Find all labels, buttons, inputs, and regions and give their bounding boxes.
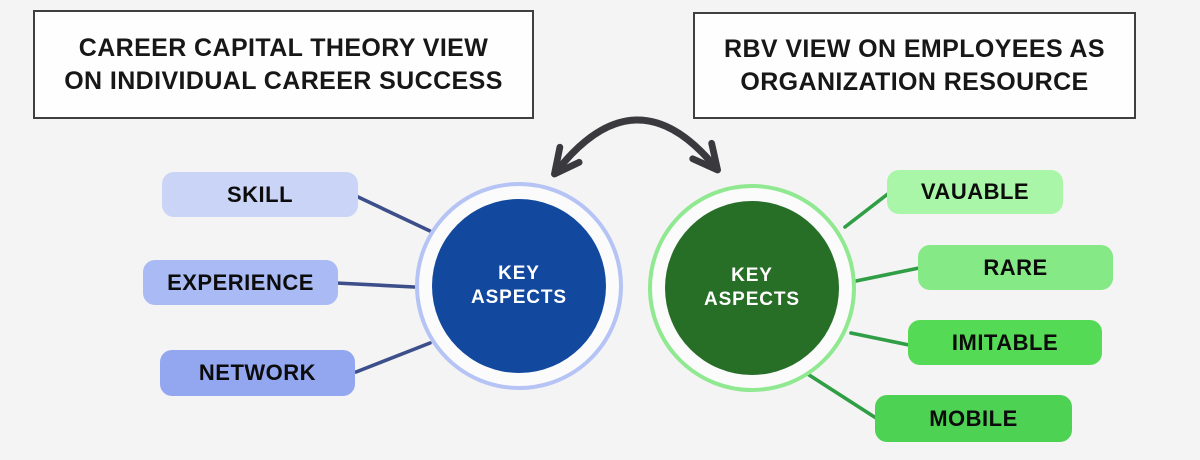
connector-skill	[354, 194, 432, 233]
right-title-line2: ORGANIZATION RESOURCE	[740, 67, 1089, 96]
connector-experience	[334, 281, 416, 289]
connector-network	[354, 341, 432, 374]
label-pill-mobile: MOBILE	[875, 395, 1072, 442]
label-skill: SKILL	[226, 181, 294, 207]
right-hub-label-line2: ASPECTS	[703, 289, 801, 310]
label-mobile: MOBILE	[929, 405, 1018, 431]
left-hub-label-line2: ASPECTS	[470, 287, 568, 308]
right-hub-circle: KEY ASPECTS	[665, 201, 839, 375]
left-title-box: CAREER CAPITAL THEORY VIEW ON INDIVIDUAL…	[33, 10, 534, 119]
label-experience: EXPERIENCE	[167, 269, 314, 295]
label-pill-imitable: IMITABLE	[908, 320, 1102, 365]
connector-mobile	[804, 371, 878, 420]
label-network: NETWORK	[198, 360, 317, 385]
connector-vauable	[843, 191, 891, 229]
right-title-line1: RBV VIEW ON EMPLOYEES AS	[724, 34, 1105, 63]
label-pill-skill: SKILL	[162, 172, 358, 217]
label-imitable: IMITABLE	[951, 329, 1059, 355]
connector-imitable	[849, 331, 911, 347]
label-pill-rare: RARE	[918, 245, 1113, 290]
double-headed-curved-arrow-icon	[551, 116, 722, 178]
left-hub-circle: KEY ASPECTS	[432, 199, 606, 373]
right-title-box: RBV VIEW ON EMPLOYEES AS ORGANIZATION RE…	[693, 12, 1136, 119]
left-title-line2: ON INDIVIDUAL CAREER SUCCESS	[64, 66, 503, 95]
left-hub-label-line1: KEY	[498, 263, 540, 285]
label-rare: RARE	[983, 254, 1048, 280]
label-vauable: VAUABLE	[920, 179, 1030, 204]
right-hub-label-line1: KEY	[731, 265, 773, 287]
label-pill-vauable: VAUABLE	[887, 170, 1063, 214]
label-pill-experience: EXPERIENCE	[143, 260, 338, 305]
connector-rare	[854, 266, 921, 283]
left-hub-connectors	[334, 194, 432, 374]
label-pill-network: NETWORK	[160, 350, 355, 396]
right-hub-connectors	[804, 191, 921, 420]
left-title-line1: CAREER CAPITAL THEORY VIEW	[78, 33, 489, 62]
